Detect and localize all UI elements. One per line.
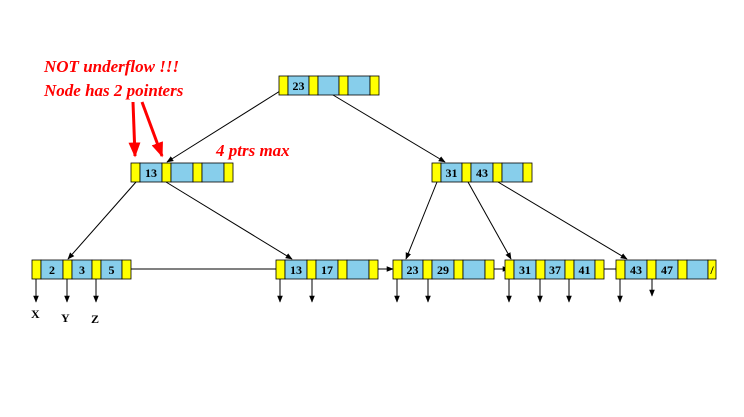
tree-edges: [67, 85, 628, 260]
key-cell: [346, 259, 370, 280]
edge-root-to-left: [166, 85, 289, 163]
pointer-cell: [461, 162, 472, 183]
record-pointers: [33, 279, 655, 303]
record-label-z: Z: [91, 312, 99, 326]
pointer-cell: [278, 75, 289, 96]
annotation-arrow-right: [140, 101, 164, 158]
pointer-cell: [308, 75, 319, 96]
key-cell: [501, 162, 524, 183]
pointer-cell: [453, 259, 464, 280]
key-label: 3: [79, 263, 85, 277]
pointer-cell: [422, 259, 433, 280]
annotation-arrow-left: [128, 101, 141, 158]
pointer-cell: [91, 259, 102, 280]
key-label: 31: [446, 166, 458, 180]
pointer-cell: [31, 259, 42, 280]
key-label: 43: [476, 166, 488, 180]
pointer-cell: [504, 259, 515, 280]
edge-right-to-leaf4: [467, 181, 512, 260]
pointer-cell: [338, 75, 349, 96]
key-label: 47: [661, 263, 673, 277]
pointer-cell: [62, 259, 73, 280]
key-label: 43: [630, 263, 642, 277]
pointer-cell: [392, 259, 403, 280]
edge-right-to-leaf3: [405, 181, 438, 260]
internal-node-left: 13: [130, 162, 234, 183]
key-cell: [170, 162, 194, 183]
root-node: 23: [278, 75, 380, 96]
pointer-cell: [492, 162, 503, 183]
key-label: 13: [290, 263, 302, 277]
pointer-cell: [522, 162, 533, 183]
edge-root-to-right: [317, 85, 446, 163]
pointer-cell: [223, 162, 234, 183]
key-cell: [686, 259, 709, 280]
annotation-node-pointers: Node has 2 pointers: [43, 81, 184, 100]
pointer-cell: [368, 259, 379, 280]
pointer-cell: [369, 75, 380, 96]
key-label: 5: [109, 263, 115, 277]
pointer-cell: [431, 162, 442, 183]
pointer-cell: [646, 259, 657, 280]
key-label: 13: [145, 166, 157, 180]
underflow-annotation: NOT underflow !!! Node has 2 pointers 4 …: [43, 57, 290, 160]
pointer-cell: [484, 259, 495, 280]
key-cell: [201, 162, 225, 183]
leaf-node-1: 2 3 5: [31, 259, 132, 280]
key-cell: [462, 259, 486, 280]
key-label: 17: [321, 263, 333, 277]
leaf-node-4: 31 37 41: [504, 259, 605, 280]
pointer-cell: [306, 259, 317, 280]
key-cell: [317, 75, 340, 96]
pointer-cell: [594, 259, 605, 280]
key-label: 37: [549, 263, 561, 277]
pointer-cell: [564, 259, 575, 280]
annotation-not-underflow: NOT underflow !!!: [43, 57, 179, 76]
annotation-max-pointers: 4 ptrs max: [215, 141, 290, 160]
record-label-x: X: [31, 307, 40, 321]
leaf-node-3: 23 29: [392, 259, 495, 280]
key-label: 29: [437, 263, 449, 277]
pointer-cell: [615, 259, 626, 280]
edge-right-to-leaf5: [497, 181, 628, 260]
pointer-cell: [121, 259, 132, 280]
pointer-cell: [275, 259, 286, 280]
key-label: 31: [519, 263, 531, 277]
edge-left-to-leaf1: [67, 181, 137, 260]
internal-node-right: 31 43: [431, 162, 533, 183]
pointer-cell: [677, 259, 688, 280]
key-label: 41: [579, 263, 591, 277]
pointer-cell: [161, 162, 172, 183]
pointer-cell: [337, 259, 348, 280]
pointer-cell: [535, 259, 546, 280]
leaf-node-2: 13 17: [275, 259, 379, 280]
pointer-cell: [192, 162, 203, 183]
leaf-node-5: 43 47 /: [615, 259, 717, 280]
key-label: 2: [49, 263, 55, 277]
record-label-y: Y: [61, 311, 70, 325]
pointer-cell: [130, 162, 141, 183]
key-cell: [347, 75, 371, 96]
key-label: 23: [293, 79, 305, 93]
edge-left-to-leaf2: [165, 181, 293, 260]
null-pointer-marker: /: [709, 263, 714, 277]
key-label: 23: [407, 263, 419, 277]
pointer-cell: [707, 259, 717, 280]
